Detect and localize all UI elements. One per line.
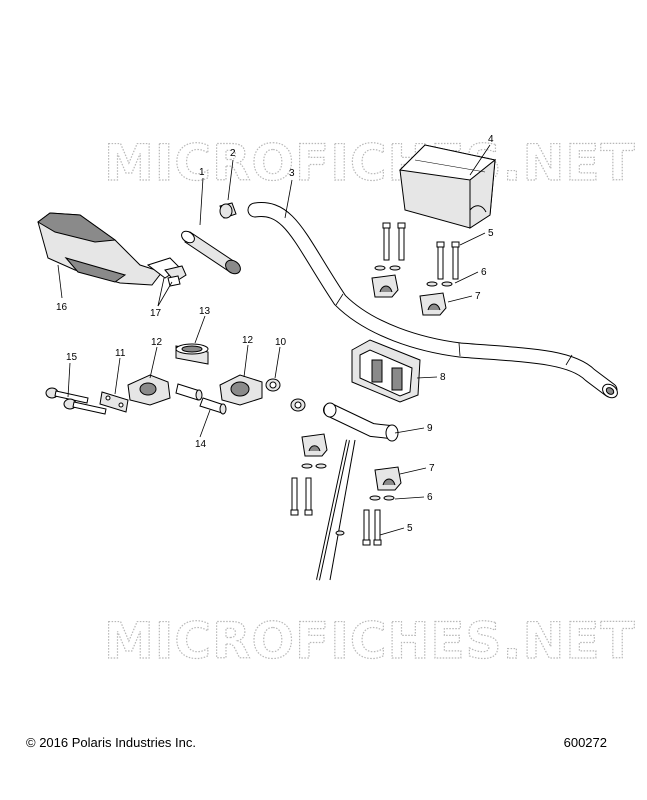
callout-2: 2 (230, 148, 236, 159)
washers-upper (374, 265, 453, 287)
clamp-right (219, 374, 263, 406)
callout-17: 17 (150, 308, 162, 319)
callout-14: 14 (195, 439, 207, 450)
callout-16: 16 (56, 302, 68, 313)
callout-3: 3 (289, 168, 295, 179)
callout-7-lower: 7 (429, 463, 435, 474)
callouts: 1 2 3 4 5 6 7 8 9 7 6 5 10 11 12 12 13 1… (56, 134, 494, 534)
callout-4: 4 (488, 134, 494, 145)
callout-5-upper: 5 (488, 228, 494, 239)
riser (351, 339, 421, 403)
callout-12-left: 12 (151, 337, 163, 348)
spacers (175, 383, 227, 415)
callout-7-upper: 7 (475, 291, 481, 302)
hand-guard (37, 212, 181, 286)
clamp-left (127, 374, 171, 406)
watermark-bottom: MICROFICHES.NET (104, 612, 636, 670)
callout-10: 10 (275, 337, 287, 348)
callout-9: 9 (427, 423, 433, 434)
callout-1: 1 (199, 167, 205, 178)
watermark-top: MICROFICHES.NET (104, 134, 636, 192)
callout-8: 8 (440, 372, 446, 383)
nuts (265, 378, 306, 412)
handlebar (247, 202, 618, 399)
callout-15: 15 (66, 352, 78, 363)
steering-post (316, 402, 399, 581)
grip (181, 230, 241, 275)
figure-number: 600272 (563, 735, 607, 750)
callout-11: 11 (115, 348, 126, 359)
handlebar-pad (398, 144, 497, 229)
clamps-upper (371, 274, 447, 316)
callout-6-lower: 6 (427, 492, 433, 503)
clamps-lower (301, 433, 402, 491)
leader-lines (57, 144, 491, 536)
grip-end (219, 202, 237, 219)
washers-lower (301, 463, 395, 501)
bolts-upper (382, 222, 460, 280)
plate (99, 391, 129, 413)
callout-13: 13 (199, 306, 211, 317)
bolts-side (45, 387, 107, 415)
bolts-lower (290, 477, 382, 546)
callout-5-lower: 5 (407, 523, 413, 534)
callout-12-right: 12 (242, 335, 254, 346)
bushing (175, 343, 209, 365)
copyright-text: © 2016 Polaris Industries Inc. (26, 735, 196, 750)
callout-6-upper: 6 (481, 267, 487, 278)
